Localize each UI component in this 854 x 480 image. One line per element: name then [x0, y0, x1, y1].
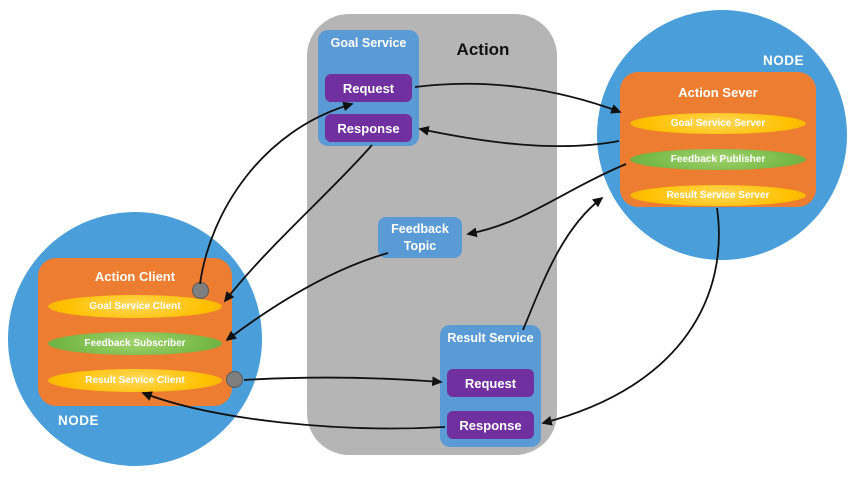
feedback-subscriber-oval: Feedback Subscriber — [48, 332, 222, 355]
goal-service-client-oval: Goal Service Client — [48, 295, 222, 318]
result-service-client-oval: Result Service Client — [48, 369, 222, 392]
action-client-box: Action Client Goal Service Client Feedba… — [38, 258, 232, 406]
result-service-box: Result Service Request Response — [440, 325, 541, 447]
result-response-button: Response — [447, 411, 534, 439]
action-client-title: Action Client — [94, 269, 176, 284]
server-node-label: NODE — [763, 53, 805, 68]
result-service-server-oval: Result Service Server — [630, 185, 806, 206]
goal-service-label: Goal Service — [330, 36, 407, 50]
result-connector-dot — [226, 371, 243, 388]
client-node-label: NODE — [58, 413, 100, 428]
feedback-topic-box: Feedback Topic — [378, 217, 462, 258]
action-server-box: Action Sever Goal Service Server Feedbac… — [620, 72, 816, 207]
goal-response-button: Response — [325, 114, 412, 142]
goal-service-box: Goal Service Request Response — [318, 30, 419, 146]
goal-request-button: Request — [325, 74, 412, 102]
result-request-button: Request — [447, 369, 534, 397]
result-service-label: Result Service — [447, 331, 534, 345]
action-panel-title: Action — [456, 40, 510, 59]
feedback-publisher-oval: Feedback Publisher — [630, 149, 806, 170]
goal-service-server-oval: Goal Service Server — [630, 113, 806, 134]
action-server-title: Action Sever — [678, 85, 758, 100]
goal-connector-dot — [192, 282, 209, 299]
